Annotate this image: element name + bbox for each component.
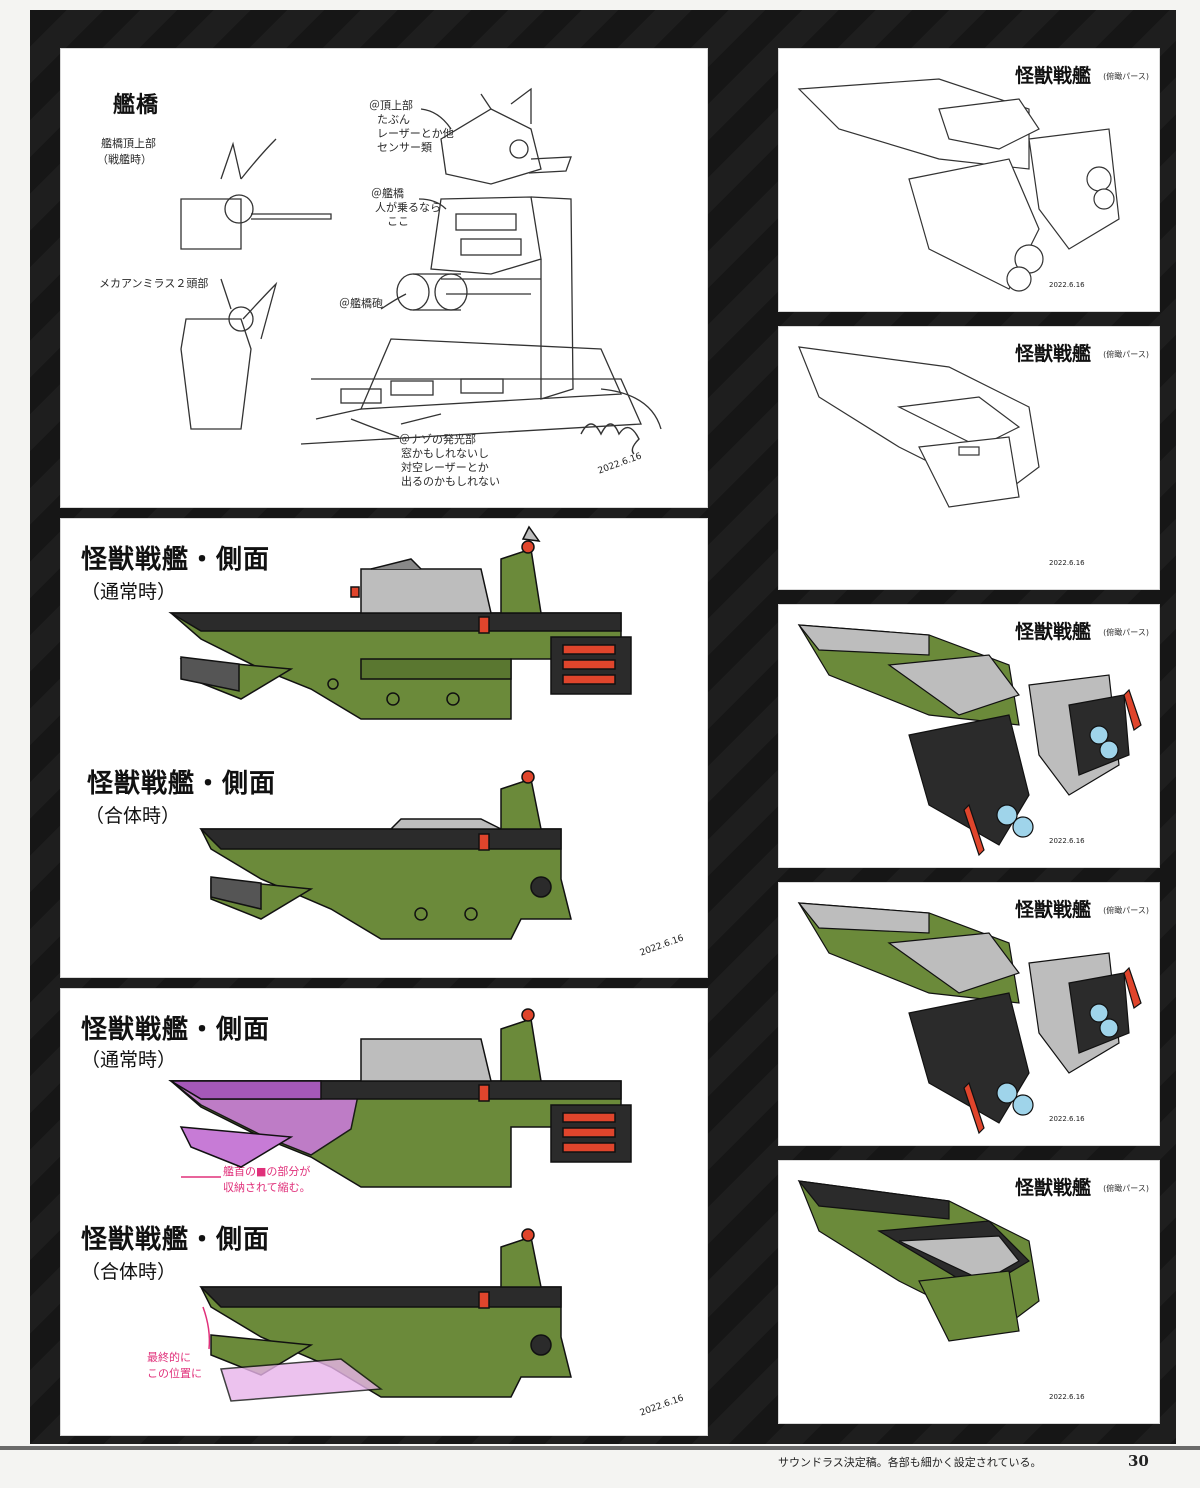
warship-perspective-lineart (797, 78, 1120, 292)
caption: サウンドラス決定稿。各部も細かく設定されている。 (778, 1456, 1042, 1469)
signature-date: 2022.6.16 (1049, 837, 1085, 845)
perspective-panel-1: 怪獣戦艦 (俯瞰パース) 2022.6.16 (778, 48, 1160, 312)
perspective-tag: (俯瞰パース) (1103, 906, 1149, 915)
note-light-4: 出るのかもしれない (401, 475, 500, 488)
side-sub-normal: （通常時） (81, 1049, 177, 1071)
bridge-title: 艦橋 (113, 92, 160, 118)
label-top-of-bridge-2: （戦艦時） (97, 153, 152, 166)
side-sub-normal: （通常時） (81, 581, 177, 603)
signature-date: 2022.6.16 (1049, 1115, 1085, 1123)
page-number: 30 (1128, 1452, 1149, 1470)
side-title-combined: 怪獣戦艦・側面 (87, 769, 277, 799)
label-mecha-head: メカアンミラス２頭部 (99, 277, 209, 290)
side-title-normal: 怪獣戦艦・側面 (81, 1015, 271, 1045)
warship-side-overlay (168, 1008, 632, 1402)
warship-side-normal (168, 525, 632, 940)
note-bridge-2: 人が乗るなら (375, 201, 441, 214)
side-title-normal: 怪獣戦艦・側面 (81, 545, 271, 575)
perspective-title: 怪獣戦艦 (1014, 343, 1091, 365)
perspective-title: 怪獣戦艦 (1014, 65, 1091, 87)
perspective-tag: (俯瞰パース) (1103, 350, 1149, 359)
perspective-panel-5: 怪獣戦艦 (俯瞰パース) 2022.6.16 (778, 1160, 1160, 1424)
warship-front-color (797, 1180, 1040, 1342)
bridge-sketch-drawing (180, 87, 662, 455)
perspective-tag: (俯瞰パース) (1103, 1184, 1149, 1193)
perspective-panel-4: 怪獣戦艦 (俯瞰パース) 2022.6.16 (778, 882, 1160, 1146)
pink-note-bow-retract: 艦首の■の部分が (223, 1165, 311, 1178)
note-light: ＠ナゾの発光部 (399, 433, 476, 446)
side-view-panel-b: 怪獣戦艦・側面 （通常時） 怪獣戦艦・側面 （合体時） 艦首の■の部分が 収納さ… (60, 988, 708, 1436)
note-top-3: レーザーとか他 (377, 127, 454, 140)
signature-date: 2022.6.16 (1049, 1393, 1085, 1401)
note-bridge: ＠艦橋 (371, 187, 404, 200)
pink-note-bow-retract-2: 収納されて縮む。 (223, 1181, 311, 1194)
bottom-bar (0, 1446, 1200, 1450)
perspective-tag: (俯瞰パース) (1103, 628, 1149, 637)
note-top-2: たぶん (377, 113, 410, 126)
perspective-panel-2: 怪獣戦艦 (俯瞰パース) 2022.6.16 (778, 326, 1160, 590)
warship-perspective-color (797, 624, 1142, 857)
side-sub-combined: （合体時） (85, 805, 181, 827)
warship-front-lineart (798, 346, 1040, 508)
perspective-title: 怪獣戦艦 (1014, 1177, 1091, 1199)
perspective-title: 怪獣戦艦 (1014, 621, 1091, 643)
pink-note-final-position: 最終的に (147, 1351, 191, 1364)
perspective-tag: (俯瞰パース) (1103, 72, 1149, 81)
note-light-3: 対空レーザーとか (401, 461, 489, 474)
signature-date: 2022.6.16 (1049, 559, 1085, 567)
perspective-title: 怪獣戦艦 (1014, 899, 1091, 921)
signature-date: 2022.6.16 (1049, 281, 1085, 289)
warship-perspective-color (797, 902, 1142, 1135)
note-top: ＠頂上部 (369, 99, 413, 112)
side-view-panel-a: 怪獣戦艦・側面 （通常時） 怪獣戦艦・側面 （合体時） 2022.6.16 (60, 518, 708, 978)
label-top-of-bridge: 艦橋頂上部 (101, 137, 156, 150)
pink-note-final-position-2: この位置に (147, 1367, 202, 1380)
note-top-4: センサー類 (377, 141, 432, 154)
note-bridge-3: ここ (387, 215, 409, 228)
note-cannon: ＠艦橋砲 (339, 297, 383, 310)
side-sub-combined: （合体時） (81, 1261, 177, 1283)
note-light-2: 窓かもしれないし (401, 447, 489, 460)
side-title-combined: 怪獣戦艦・側面 (81, 1225, 271, 1255)
perspective-panel-3: 怪獣戦艦 (俯瞰パース) 2022.6.16 (778, 604, 1160, 868)
bridge-sketch-panel: 艦橋 艦橋頂上部 （戦艦時） メカアンミラス２頭部 ＠頂上部 たぶん レーザーと… (60, 48, 708, 508)
